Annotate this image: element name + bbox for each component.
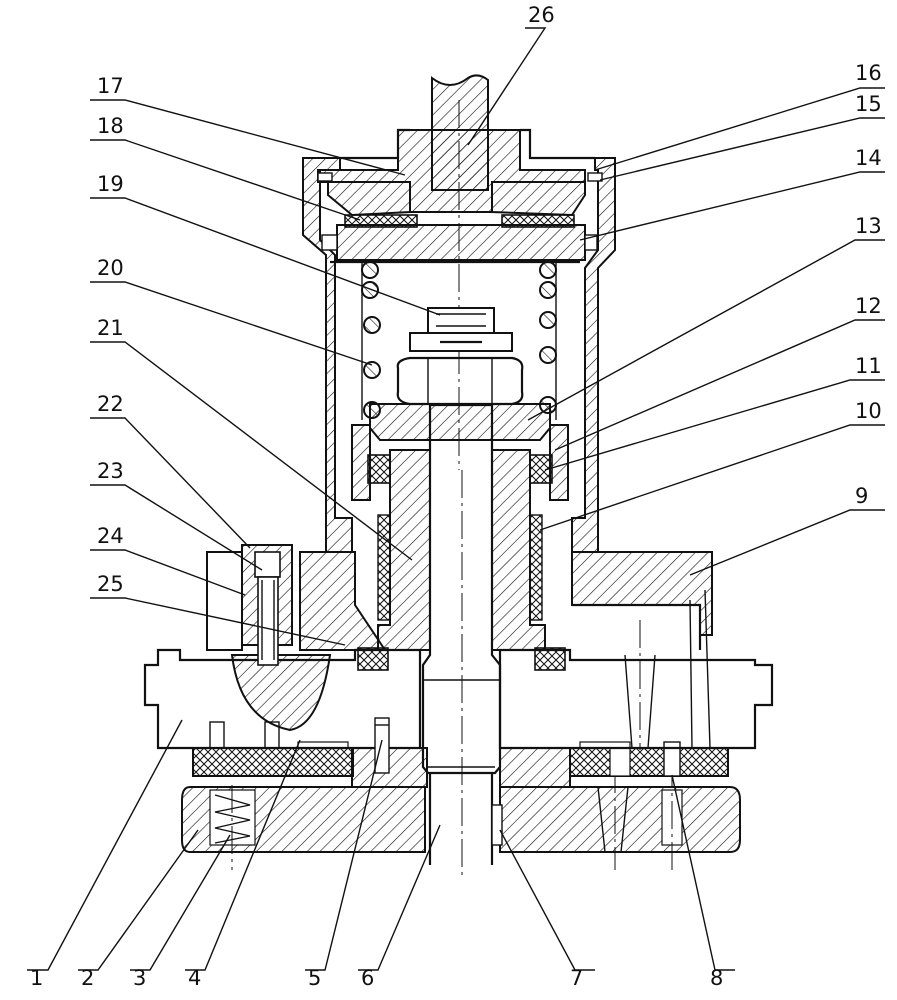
punch [421, 403, 503, 880]
label-8: 8 [710, 966, 723, 990]
label-11: 11 [855, 354, 882, 378]
label-21: 21 [97, 316, 124, 340]
label-19: 19 [97, 172, 124, 196]
label-22: 22 [97, 392, 124, 416]
pad-plate [192, 721, 729, 788]
label-16: 16 [855, 61, 882, 85]
label-26: 26 [528, 3, 555, 27]
label-4: 4 [188, 966, 201, 990]
base-plate [181, 760, 741, 870]
label-13: 13 [855, 214, 882, 238]
spring-seat [351, 403, 569, 501]
label-3: 3 [133, 966, 146, 990]
pressure-plate [321, 224, 598, 261]
label-14: 14 [855, 146, 882, 170]
label-10: 10 [855, 399, 882, 423]
label-23: 23 [97, 459, 124, 483]
label-1: 1 [30, 966, 43, 990]
label-15: 15 [855, 92, 882, 116]
stripper-plate [206, 551, 713, 651]
label-6: 6 [361, 966, 374, 990]
seal-rings [357, 647, 566, 671]
label-9: 9 [855, 484, 868, 508]
label-24: 24 [97, 524, 124, 548]
label-20: 20 [97, 256, 124, 280]
nut-assembly [396, 307, 524, 406]
label-18: 18 [97, 114, 124, 138]
label-25: 25 [97, 572, 124, 596]
label-7: 7 [570, 966, 583, 990]
label-17: 17 [97, 74, 124, 98]
label-5: 5 [308, 966, 321, 990]
part-labels: 1 2 3 4 5 6 7 8 9 10 11 12 13 14 15 16 1… [30, 3, 882, 990]
leader-lines [27, 27, 885, 971]
die-plate [143, 589, 774, 774]
label-12: 12 [855, 294, 882, 318]
label-2: 2 [81, 966, 94, 990]
